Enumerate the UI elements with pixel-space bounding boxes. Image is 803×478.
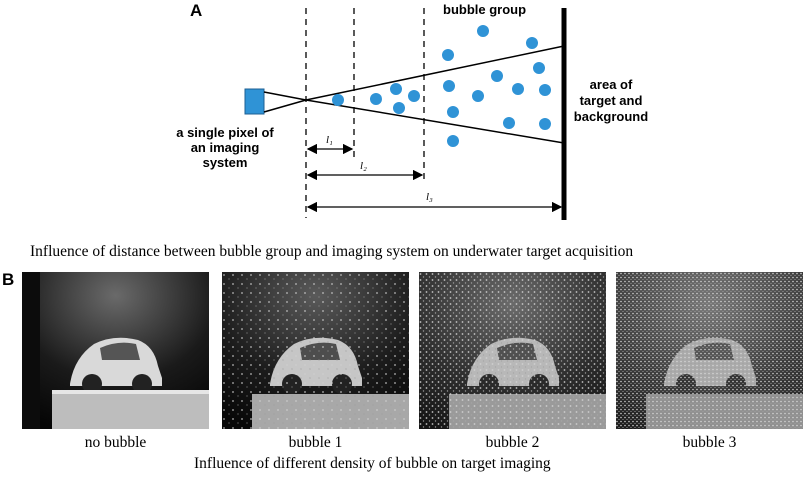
- target-label-line-2: target and: [580, 93, 643, 108]
- fov-lower-line: [305, 99, 565, 144]
- bubble: [503, 117, 515, 129]
- car-icon: [70, 337, 162, 394]
- panel-b-caption: Influence of different density of bubble…: [194, 455, 551, 472]
- bubble: [512, 83, 524, 95]
- bubble: [539, 118, 551, 130]
- bubble: [393, 102, 405, 114]
- photo-bubble-3: [616, 272, 803, 429]
- photo-label-bubble-2: bubble 2: [485, 434, 540, 451]
- bubble: [408, 90, 420, 102]
- photo-label-bubble-3: bubble 3: [682, 434, 737, 451]
- bubble-group-label: bubble group: [443, 2, 526, 17]
- bubble: [370, 93, 382, 105]
- panel-a-label: A: [190, 1, 203, 20]
- target-label-line-1: area of: [590, 77, 633, 92]
- bubble: [477, 25, 489, 37]
- photo-no-bubble: [22, 272, 209, 429]
- bubble: [491, 70, 503, 82]
- pixel-label-line-3: system: [203, 155, 248, 170]
- bubble: [447, 106, 459, 118]
- photo-bubble-2: [419, 272, 606, 429]
- panel-a-caption: Influence of distance between bubble gro…: [30, 243, 634, 260]
- bubble: [390, 83, 402, 95]
- pixel-label-line-1: a single pixel of: [176, 125, 274, 140]
- bubble: [442, 49, 454, 61]
- bubble: [443, 80, 455, 92]
- bubble: [533, 62, 545, 74]
- bubble: [539, 84, 551, 96]
- ray-bottom-left: [263, 99, 307, 113]
- panel-b-label: B: [2, 270, 15, 289]
- photo-label-no-bubble: no bubble: [84, 434, 147, 451]
- bubble: [472, 90, 484, 102]
- imaging-pixel-box: [244, 88, 265, 115]
- distance-label-l1: l₁: [326, 134, 333, 146]
- bubble: [332, 94, 344, 106]
- bubble: [447, 135, 459, 147]
- target-label-line-3: background: [574, 109, 648, 124]
- panel-a-diagram: l₁ l₂ l₃ bubble group a single pixel of …: [176, 2, 648, 220]
- pixel-label-line-2: an imaging: [191, 140, 260, 155]
- photo-label-bubble-1: bubble 1: [288, 434, 343, 451]
- bubble-group: [332, 25, 551, 147]
- distance-label-l2: l₂: [360, 160, 367, 172]
- ray-top-left: [263, 91, 307, 101]
- fov-upper-line: [305, 45, 565, 101]
- distance-label-l3: l₃: [426, 191, 433, 203]
- bubble: [526, 37, 538, 49]
- photo-bubble-1: [222, 272, 409, 429]
